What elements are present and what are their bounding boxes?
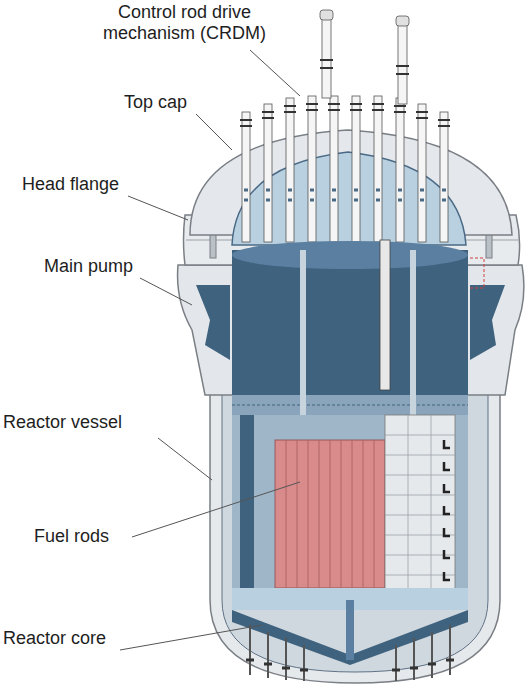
leader-line [128, 196, 188, 220]
leader-line [120, 625, 262, 650]
top-cap [190, 130, 512, 245]
part-label: Head flange [22, 174, 162, 195]
part-label: Main pump [44, 256, 184, 277]
leader-line [132, 482, 300, 537]
leader-line [140, 278, 192, 305]
leader-line [250, 50, 300, 96]
lower-plenum [232, 588, 468, 681]
part-label: Fuel rods [34, 526, 174, 547]
leader-line [158, 438, 212, 480]
part-label: Control rod drive mechanism (CRDM) [92, 2, 277, 44]
crdm-rods [240, 10, 450, 242]
leader-line [196, 114, 232, 150]
part-label: Reactor vessel [3, 412, 173, 433]
leader-lines [120, 50, 300, 650]
part-label: Top cap [124, 92, 244, 113]
core-region [232, 415, 468, 590]
part-label: Reactor core [3, 628, 153, 649]
